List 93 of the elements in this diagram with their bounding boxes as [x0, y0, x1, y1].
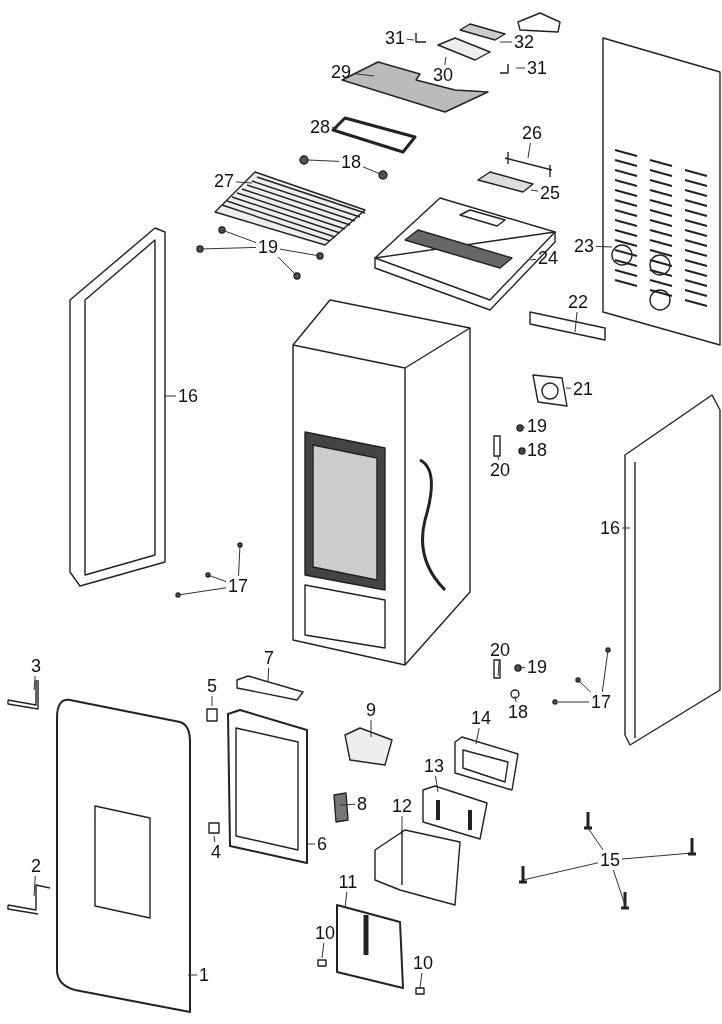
leader-line — [515, 67, 526, 69]
callout-number: 13 — [423, 757, 446, 775]
callout-number: 11 — [337, 873, 359, 891]
leader-line — [519, 450, 526, 452]
leader-line — [307, 159, 340, 162]
callout-number: 4 — [210, 843, 222, 861]
callout-number: 19 — [526, 417, 549, 435]
leader-line — [339, 803, 356, 806]
leader-line — [277, 256, 298, 277]
leader-line — [406, 38, 415, 41]
leader-line — [529, 258, 537, 261]
leader-line — [565, 387, 572, 389]
callout-number: 9 — [365, 701, 377, 719]
callout-number: 32 — [513, 33, 536, 51]
leader-line — [370, 719, 372, 738]
leader-line — [577, 679, 591, 693]
callout-number: 18 — [507, 703, 530, 721]
leader-line — [557, 701, 590, 703]
callout-number: 30 — [432, 66, 455, 84]
callout-number: 10 — [314, 924, 337, 942]
leader-line — [187, 974, 198, 976]
callout-number: 1 — [198, 966, 210, 984]
leader-line — [362, 166, 384, 176]
callout-number: 3 — [30, 657, 42, 675]
leader-line — [207, 574, 227, 583]
callout-number: 28 — [309, 118, 332, 136]
callout-number: 14 — [470, 709, 493, 727]
leader-line — [587, 827, 604, 851]
callout-number: 18 — [340, 153, 363, 171]
callout-number: 2 — [30, 857, 42, 875]
callout-number: 17 — [590, 693, 613, 711]
leader-line — [574, 311, 578, 333]
callout-number: 26 — [521, 124, 544, 142]
leader-line — [33, 675, 36, 691]
leader-line — [419, 972, 423, 989]
leader-line — [33, 875, 36, 897]
leader-line — [517, 426, 526, 429]
leader-line — [444, 56, 447, 66]
callout-number: 23 — [573, 237, 596, 255]
leader-line — [612, 869, 626, 906]
leader-line — [235, 181, 253, 184]
callout-number: 27 — [213, 172, 236, 190]
leader-line — [163, 395, 177, 397]
callout-number: 6 — [316, 835, 328, 853]
leader-line — [401, 815, 403, 836]
callout-number: 16 — [177, 387, 200, 405]
callout-number: 5 — [206, 677, 218, 695]
callout-number: 29 — [330, 63, 353, 81]
leader-line — [497, 659, 500, 677]
leader-line — [499, 41, 513, 43]
callout-number: 31 — [384, 29, 407, 47]
leader-line — [517, 667, 526, 669]
leader-line — [221, 229, 257, 244]
leader-line — [213, 835, 216, 843]
leader-line — [177, 587, 227, 596]
leader-line — [238, 544, 241, 577]
callout-number: 17 — [227, 577, 250, 595]
callout-number: 18 — [526, 441, 549, 459]
callout-number: 19 — [526, 658, 549, 676]
callout-number: 16 — [599, 519, 622, 537]
leader-line — [595, 245, 613, 248]
leader-line — [475, 727, 480, 745]
leader-line — [514, 695, 517, 703]
leader-line — [279, 248, 321, 257]
leader-line — [321, 942, 325, 959]
leader-line — [307, 843, 316, 845]
leader-line — [435, 775, 439, 793]
callout-number: 20 — [489, 461, 512, 479]
callout-number: 10 — [412, 954, 435, 972]
callout-number: 7 — [263, 649, 275, 667]
leader-line — [344, 891, 348, 909]
callout-number: 31 — [526, 59, 549, 77]
callout-number: 22 — [567, 293, 590, 311]
leader-line — [331, 127, 339, 129]
callout-number: 25 — [539, 184, 562, 202]
callout-number: 19 — [257, 238, 280, 256]
callout-number: 21 — [572, 380, 595, 398]
callout-number: 15 — [599, 851, 622, 869]
leader-line — [211, 695, 213, 707]
callout-number: 8 — [356, 795, 368, 813]
leader-line — [601, 649, 609, 693]
callout-number: 20 — [489, 641, 512, 659]
leader-line — [267, 667, 270, 683]
leader-line — [497, 455, 500, 461]
leader-line — [522, 862, 599, 881]
leader-line — [199, 246, 257, 250]
leader-line — [527, 142, 531, 159]
callout-number: 12 — [391, 797, 414, 815]
callout-number: 24 — [537, 249, 560, 267]
leader-line — [530, 189, 539, 192]
leader-line — [352, 73, 375, 77]
leader-line — [621, 852, 693, 860]
leader-line — [621, 527, 631, 529]
